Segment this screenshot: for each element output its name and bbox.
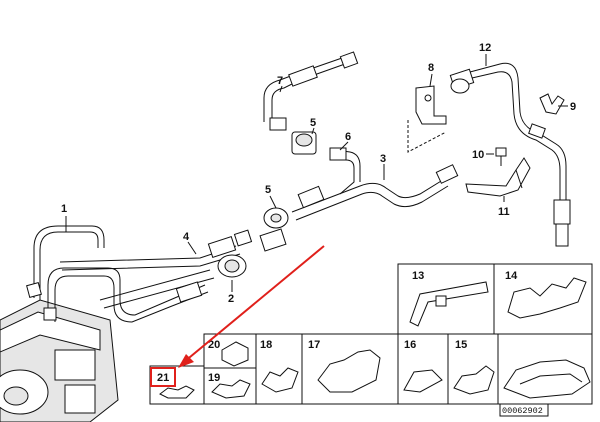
callout-3: 3 (380, 153, 386, 165)
brake-pipe-12 (449, 62, 571, 247)
callout-7: 7 (277, 75, 283, 87)
part-19-drawing (211, 379, 251, 399)
callout-5-upper: 5 (310, 117, 316, 129)
callout-2: 2 (228, 293, 234, 305)
hydraulic-unit (0, 299, 119, 422)
callout-leaders (65, 54, 568, 292)
brake-pipe-1 (26, 225, 209, 323)
part-21-drawing (159, 385, 195, 399)
bracket-11 (465, 157, 531, 197)
grid-label-20: 20 (208, 339, 220, 351)
grid-label-19: 19 (208, 372, 220, 384)
part-14-drawing (507, 277, 587, 319)
callout-6: 6 (345, 131, 351, 143)
callout-9: 9 (570, 101, 576, 113)
part-17-drawing (317, 349, 381, 393)
pipe-connectors-lower (175, 207, 289, 303)
brake-pipe-3 (291, 164, 459, 221)
vehicle-silhouette (503, 359, 591, 399)
part-20-drawing (221, 341, 249, 367)
clip-9 (539, 93, 565, 115)
grid-label-18: 18 (260, 339, 272, 351)
grid-cell-18 (255, 333, 303, 405)
callout-1: 1 (61, 203, 67, 215)
part-13-drawing (409, 281, 489, 327)
part-18-drawing (261, 367, 299, 393)
grid-label-13: 13 (412, 270, 424, 282)
grid-label-15: 15 (455, 339, 467, 351)
highlight-arrowhead (178, 354, 194, 368)
brake-pipe-6-7 (263, 51, 361, 195)
grid-label-17: 17 (308, 339, 320, 351)
grid-label-16: 16 (404, 339, 416, 351)
grid-label-14: 14 (505, 270, 518, 282)
callout-4: 4 (183, 231, 190, 243)
bolt-10 (495, 147, 507, 166)
grid-label-21: 21 (157, 372, 169, 384)
reference-number: 00062902 (502, 406, 543, 416)
bracket-8 (407, 85, 447, 153)
callout-10: 10 (472, 149, 484, 161)
part-16-drawing (403, 369, 443, 393)
part-15-drawing (453, 365, 495, 395)
callout-8: 8 (428, 62, 434, 74)
callout-11: 11 (498, 206, 510, 218)
parts-grid (149, 263, 593, 405)
callout-5-lower: 5 (265, 184, 271, 196)
highlight-arrow (183, 245, 325, 363)
callout-12: 12 (479, 42, 491, 54)
highlight-box (150, 367, 176, 387)
